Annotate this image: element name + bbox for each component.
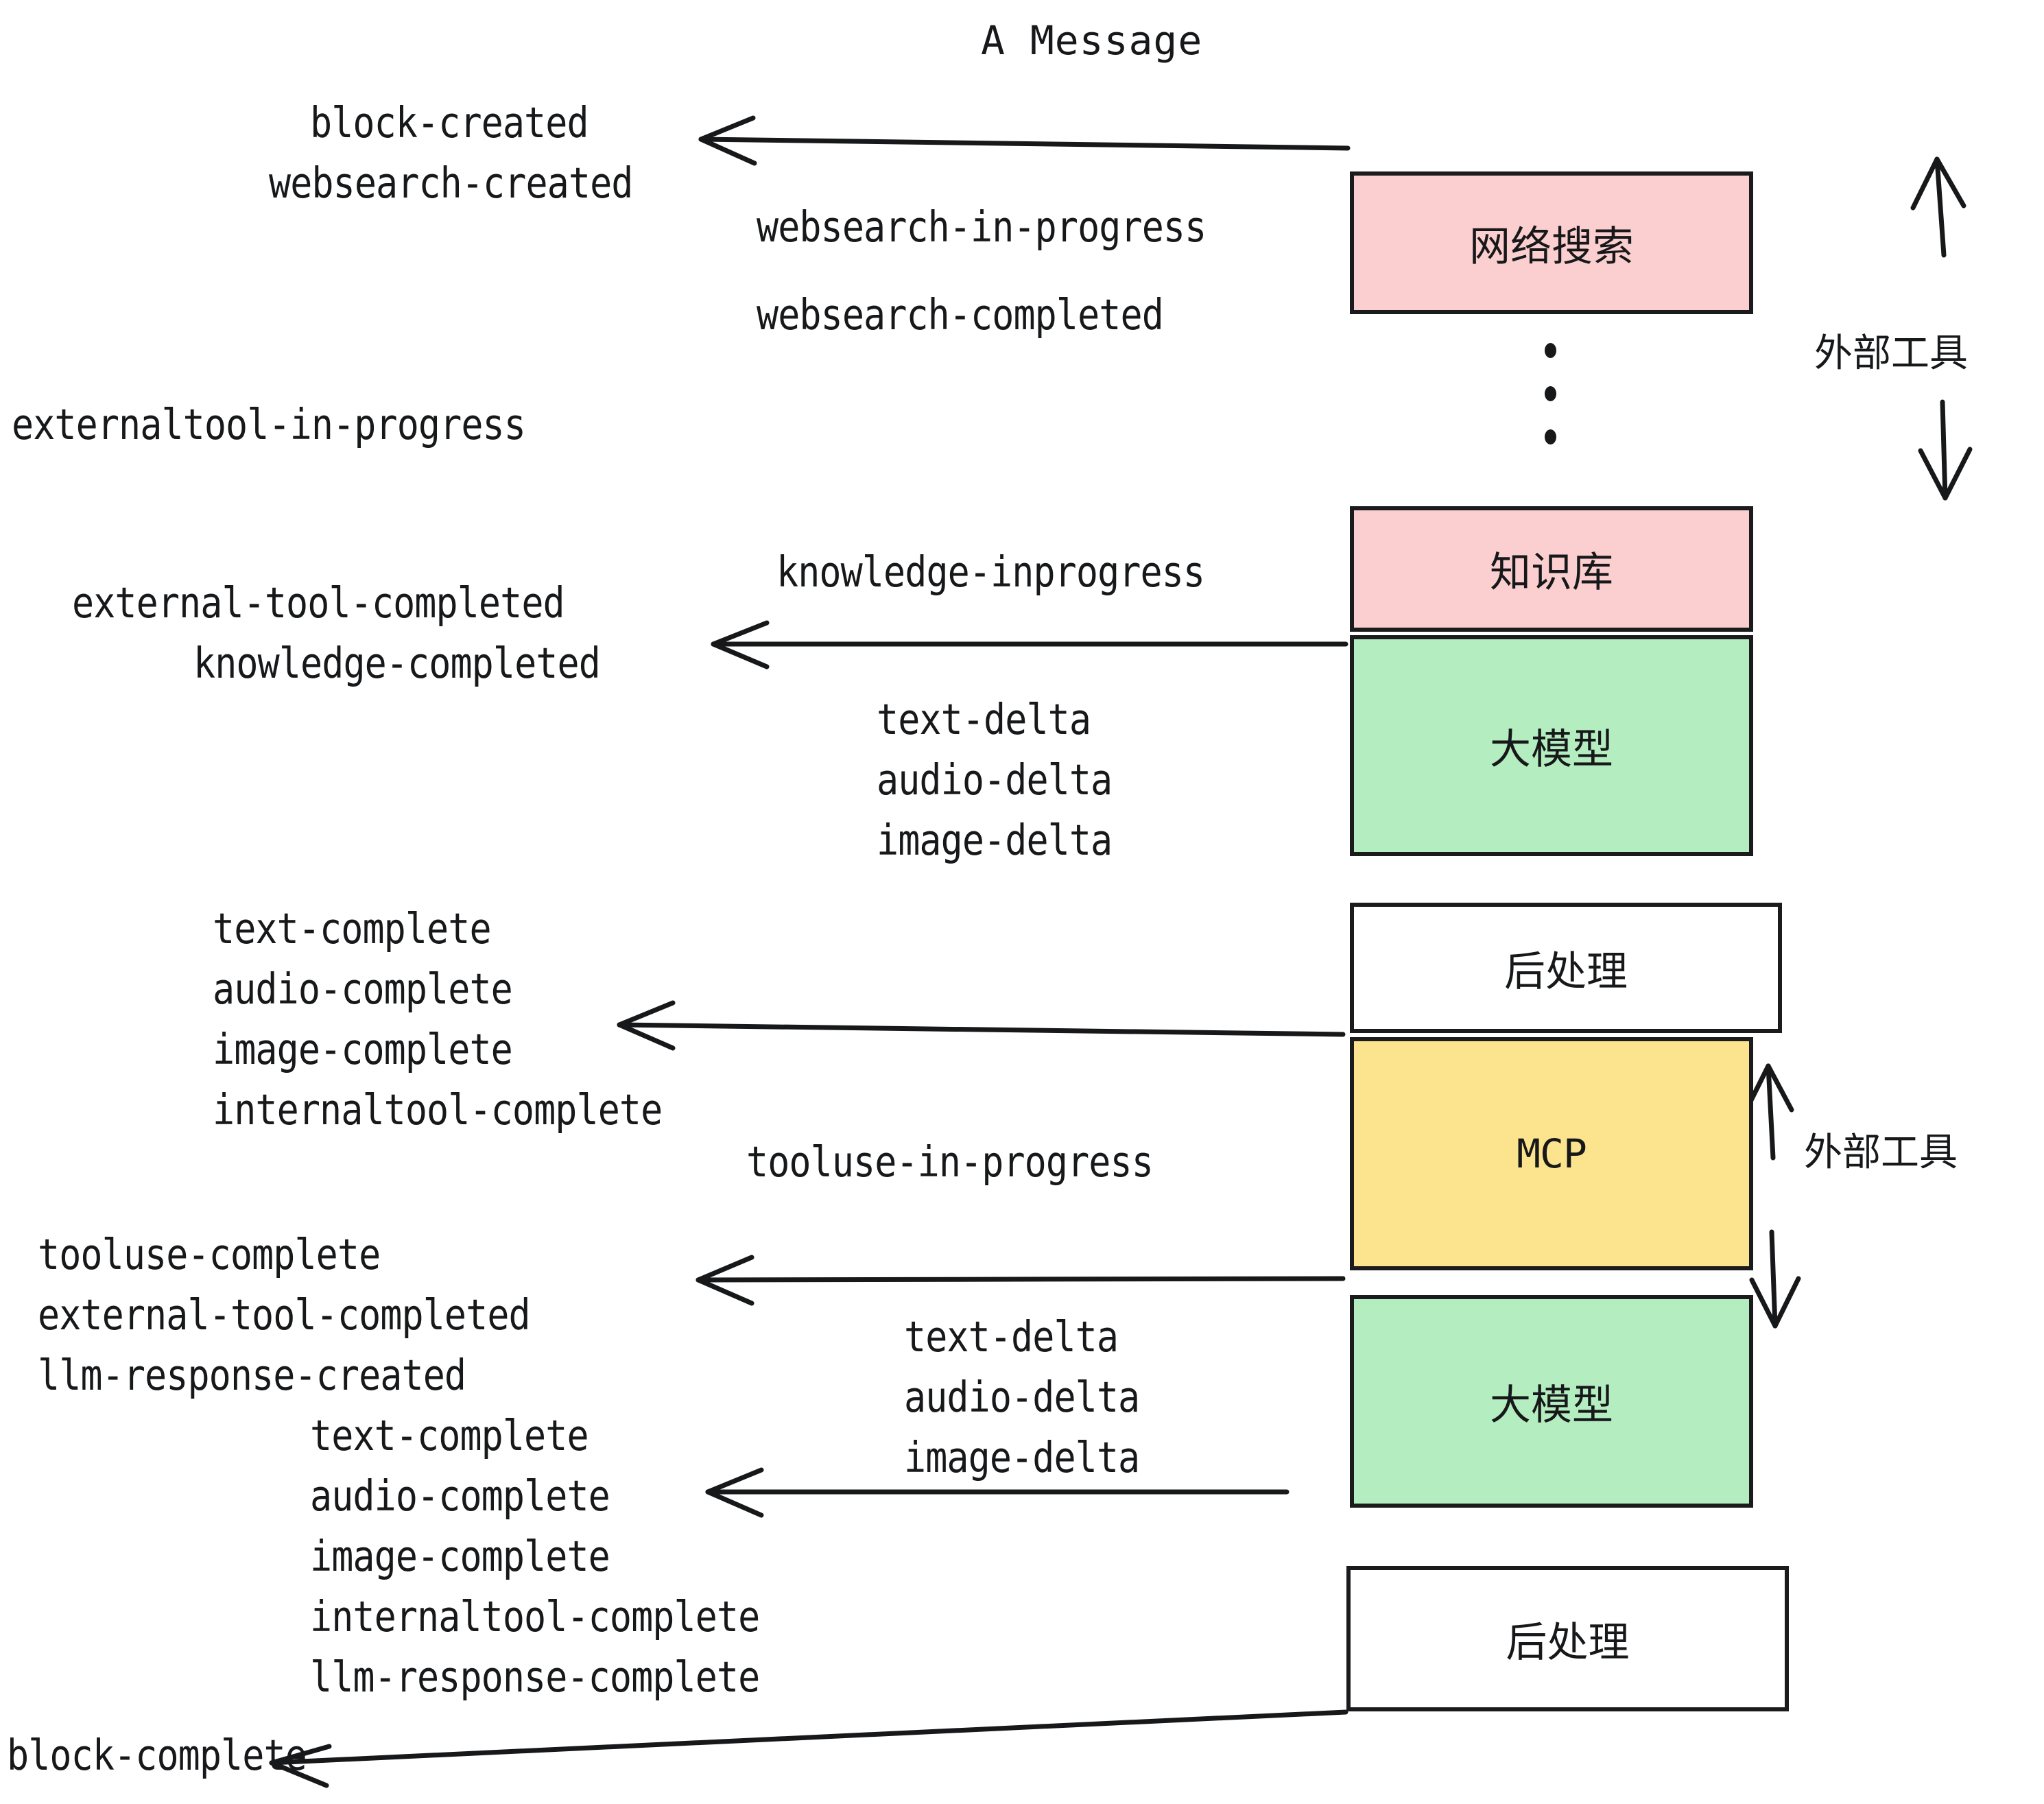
- node-postprocess-1-label: 后处理: [1504, 947, 1628, 996]
- node-mcp[interactable]: MCP: [1350, 1037, 1753, 1270]
- external-tool-up-arrow-top: [1910, 156, 1966, 258]
- node-postprocess-2-label: 后处理: [1506, 1618, 1630, 1667]
- event-external-tool-completed-2: external-tool-completed: [38, 1290, 531, 1340]
- event-knowledge-inprogress: knowledge-inprogress: [776, 547, 1205, 597]
- event-audio-complete-1: audio-complete: [213, 964, 513, 1014]
- event-tooluse-in-progress: tooluse-in-progress: [746, 1137, 1154, 1187]
- event-external-tool-completed-1: external-tool-completed: [72, 578, 565, 628]
- event-image-complete-2: image-complete: [310, 1531, 610, 1582]
- event-image-delta-2: image-delta: [904, 1432, 1140, 1483]
- node-websearch-label: 网络搜索: [1469, 222, 1634, 271]
- node-llm-1-label: 大模型: [1490, 725, 1613, 774]
- event-audio-complete-2: audio-complete: [310, 1471, 610, 1521]
- event-text-delta-1: text-delta: [877, 694, 1091, 745]
- event-websearch-in-progress: websearch-in-progress: [757, 202, 1207, 252]
- event-image-complete-1: image-complete: [213, 1024, 513, 1075]
- event-internaltool-complete-1: internaltool-complete: [213, 1084, 663, 1135]
- event-llm-response-created: llm-response-created: [38, 1350, 466, 1401]
- external-tool-down-arrow-top: [1918, 399, 1973, 501]
- side-label-external-tool-bottom: 外部工具: [1804, 1130, 1958, 1175]
- event-internaltool-complete-2: internaltool-complete: [310, 1591, 760, 1642]
- event-knowledge-completed: knowledge-completed: [193, 638, 601, 689]
- event-audio-delta-2: audio-delta: [904, 1372, 1140, 1423]
- node-llm-2[interactable]: 大模型: [1350, 1295, 1753, 1508]
- arrow-post-to-block-complete: [269, 1709, 1348, 1788]
- node-mcp-label: MCP: [1517, 1130, 1587, 1177]
- node-llm-1[interactable]: 大模型: [1350, 635, 1753, 856]
- page-title: A Message: [981, 17, 1203, 64]
- node-llm-2-label: 大模型: [1490, 1381, 1613, 1429]
- event-text-delta-2: text-delta: [904, 1312, 1119, 1362]
- event-tooluse-complete: tooluse-complete: [38, 1229, 381, 1280]
- external-tool-down-arrow-bottom: [1749, 1229, 1801, 1329]
- ellipsis-dots: [1545, 343, 1556, 473]
- event-block-created: block-created: [310, 97, 589, 148]
- node-knowledge[interactable]: 知识库: [1350, 506, 1753, 632]
- event-audio-delta-1: audio-delta: [877, 755, 1113, 805]
- event-websearch-created: websearch-created: [269, 158, 633, 209]
- event-websearch-completed: websearch-completed: [757, 289, 1164, 340]
- arrow-mcp-to-image-complete: [617, 1000, 1346, 1051]
- node-knowledge-label: 知识库: [1490, 549, 1613, 597]
- event-llm-response-complete: llm-response-complete: [310, 1652, 760, 1702]
- node-websearch[interactable]: 网络搜索: [1350, 171, 1753, 314]
- side-label-external-tool-top: 外部工具: [1814, 331, 1968, 376]
- event-text-complete-1: text-complete: [213, 903, 492, 954]
- node-postprocess-2[interactable]: 后处理: [1346, 1566, 1789, 1711]
- event-text-complete-2: text-complete: [310, 1410, 589, 1461]
- event-externaltool-in-progress: externaltool-in-progress: [12, 399, 526, 450]
- event-block-complete: block-complete: [7, 1730, 307, 1781]
- arrow-knowledge-to-completed: [711, 620, 1348, 669]
- arrow-websearch-to-created: [698, 115, 1351, 166]
- arrow-mcp-to-tooluse-complete: [696, 1255, 1346, 1306]
- event-image-delta-1: image-delta: [877, 815, 1113, 866]
- node-postprocess-1[interactable]: 后处理: [1350, 903, 1782, 1033]
